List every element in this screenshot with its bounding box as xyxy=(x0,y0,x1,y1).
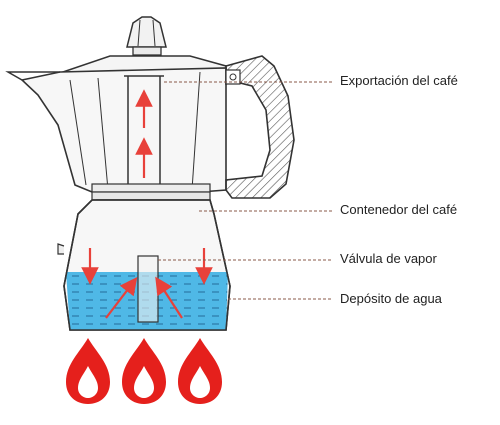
upper-chamber xyxy=(5,67,227,193)
label-water-tank: Depósito de agua xyxy=(340,291,442,306)
flames xyxy=(66,338,222,404)
label-steam-valve: Válvula de vapor xyxy=(340,251,437,266)
flame-icon xyxy=(122,338,166,404)
flow-arrows xyxy=(81,89,213,319)
label-coffee-export: Exportación del café xyxy=(340,73,458,88)
handle xyxy=(225,55,295,199)
flame-icon xyxy=(178,338,222,404)
arrow-icon xyxy=(155,276,183,319)
lid-knob xyxy=(126,16,167,56)
arrow-icon xyxy=(105,277,138,319)
leader-lines xyxy=(158,81,332,300)
water-boiler xyxy=(57,199,231,331)
label-coffee-container: Contenedor del café xyxy=(340,202,458,217)
flame-icon xyxy=(66,338,110,404)
